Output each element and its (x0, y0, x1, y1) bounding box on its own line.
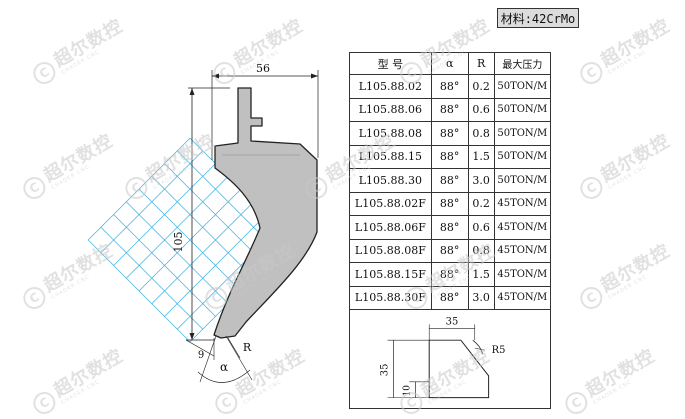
cell-model: L105.88.02 (349, 74, 432, 99)
cell-max-pressure: 45TON/M (493, 285, 552, 310)
cell-model: L105.88.08F (349, 238, 432, 263)
grid-line (164, 214, 267, 317)
header-angle: α (430, 52, 469, 75)
cell-max-pressure: 45TON/M (493, 262, 552, 287)
header-max-pressure: 最大压力 (493, 52, 552, 75)
cell-model: L105.88.06F (349, 215, 432, 240)
grid-line (113, 214, 216, 317)
section-profile (428, 339, 490, 399)
grid-line (126, 201, 229, 304)
cell-radius: 1.5 (467, 144, 495, 169)
cell-max-pressure: 50TON/M (493, 168, 552, 193)
cell-max-pressure: 45TON/M (493, 215, 552, 240)
grid-line (87, 239, 191, 343)
cell-radius: 0.6 (467, 215, 495, 240)
grid-line (151, 201, 254, 304)
cell-model: L105.88.15F (349, 262, 432, 287)
width-dimension-label: 56 (256, 62, 270, 75)
cell-radius: 0.8 (467, 121, 495, 146)
angle-label: α (220, 360, 228, 374)
angle-leg (225, 335, 253, 381)
tip-dimension-line (185, 339, 215, 357)
cell-angle: 88° (430, 215, 469, 240)
material-label: 材料:42CrMo (497, 8, 579, 28)
angle-arc (197, 369, 251, 383)
detail-small-dim-label: 10 (402, 385, 412, 397)
tip-dimension-label: 9 (198, 350, 204, 361)
cell-angle: 88° (430, 74, 469, 99)
cell-radius: 0.8 (467, 238, 495, 263)
cell-max-pressure: 45TON/M (493, 191, 552, 216)
header-model: 型 号 (349, 52, 432, 75)
cell-max-pressure: 50TON/M (493, 74, 552, 99)
cell-radius: 0.2 (467, 74, 495, 99)
punch-tool-profile (213, 87, 318, 339)
cell-angle: 88° (430, 191, 469, 216)
cell-angle: 88° (430, 144, 469, 169)
grid-line (138, 188, 242, 292)
detail-radius-label: R5 (492, 345, 506, 356)
detail-height-label: 35 (380, 364, 391, 377)
header-radius: R (467, 52, 495, 75)
cell-model: L105.88.06 (349, 97, 432, 122)
cell-max-pressure: 45TON/M (493, 238, 552, 263)
cell-model: L105.88.08 (349, 121, 432, 146)
section-fillet (472, 339, 484, 355)
radius-leader (227, 337, 241, 359)
cell-angle: 88° (430, 285, 469, 310)
cell-radius: 3.0 (467, 168, 495, 193)
angle-leg (199, 335, 217, 383)
cell-angle: 88° (430, 262, 469, 287)
cell-max-pressure: 50TON/M (493, 97, 552, 122)
cell-model: L105.88.15 (349, 144, 432, 169)
spec-table-header-row: 型 号 α R 最大压力 (349, 52, 552, 75)
cell-model: L105.88.30 (349, 168, 432, 193)
cell-model: L105.88.30F (349, 285, 432, 310)
radius-label: R (243, 341, 252, 354)
detail-width-label: 35 (446, 316, 459, 327)
height-dimension-label: 105 (172, 232, 185, 253)
cell-model: L105.88.02F (349, 191, 432, 216)
cell-angle: 88° (430, 121, 469, 146)
cell-radius: 0.2 (467, 191, 495, 216)
cell-max-pressure: 50TON/M (493, 121, 552, 146)
cell-radius: 1.5 (467, 262, 495, 287)
radius-leader (474, 347, 485, 351)
grid-line (100, 227, 203, 330)
cell-angle: 88° (430, 168, 469, 193)
cell-radius: 3.0 (467, 285, 495, 310)
cell-radius: 0.6 (467, 97, 495, 122)
cell-max-pressure: 50TON/M (493, 144, 552, 169)
cell-angle: 88° (430, 238, 469, 263)
cell-angle: 88° (430, 97, 469, 122)
